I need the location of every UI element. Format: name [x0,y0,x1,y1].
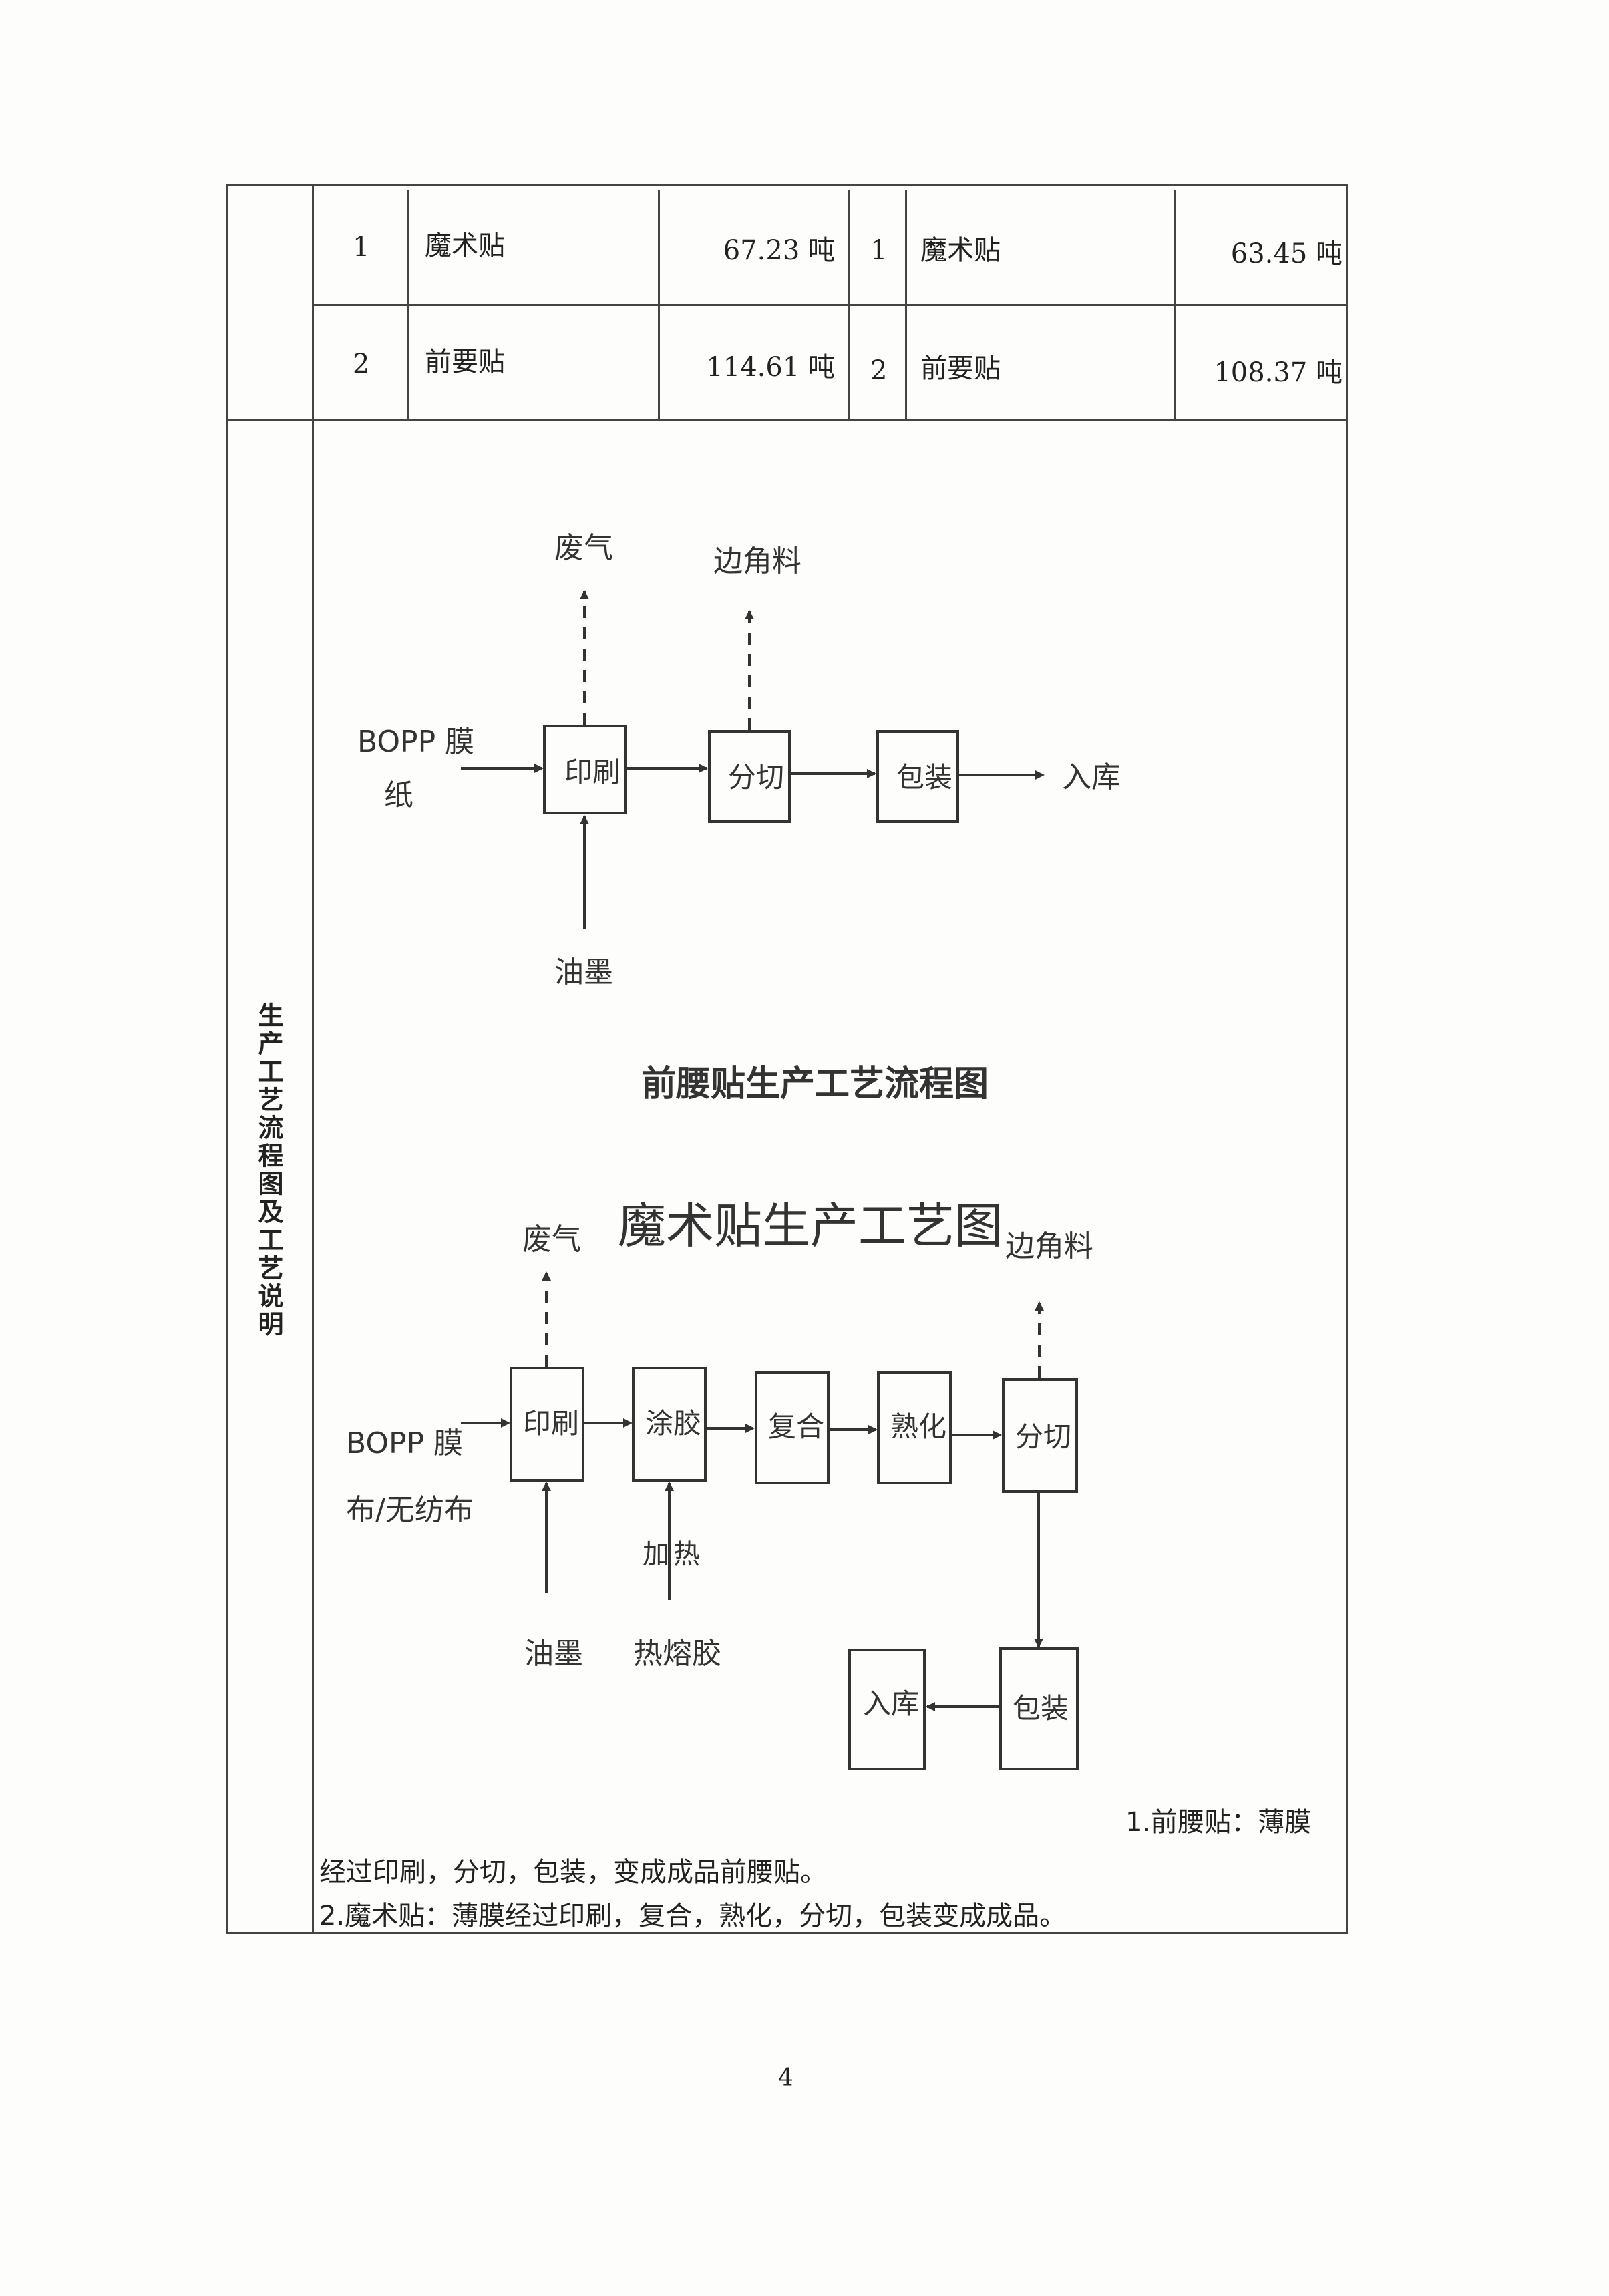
table-cell-no: 1 [870,235,888,266]
process-box [708,730,791,823]
process-box [999,1647,1079,1770]
table-cell-name: 前要贴 [920,353,1001,384]
emission-label: 废气 [554,531,613,565]
process-step-label: 包装 [896,761,952,794]
input-label: BOPP 膜 [346,1426,463,1460]
diagram-title: 前腰贴生产工艺流程图 [641,1064,989,1104]
process-box [876,730,959,823]
input-label: 布/无纺布 [346,1493,474,1527]
section-label: 生产工艺流程图及工艺说明 [254,1002,283,1339]
table-cell-no: 2 [870,355,888,386]
process-box [632,1367,707,1482]
table-divider [312,304,1348,306]
table-cell-no: 1 [353,232,370,263]
output-label: 入库 [1062,760,1121,794]
table-cell-qty: 114.61 吨 [706,352,835,383]
note-line: 经过印刷，分切，包装，变成成品前腰贴。 [319,1857,827,1888]
table-divider [905,190,907,419]
heat-label: 加 [643,1539,669,1570]
table-divider [407,190,409,419]
scrap-label: 边角料 [713,544,801,579]
table-cell-name: 前要贴 [425,347,505,377]
ink-label: 油墨 [554,955,613,989]
scrap-label: 边角料 [1005,1229,1093,1263]
process-box [877,1371,952,1484]
process-box [755,1371,830,1484]
diagram-title: 魔术贴生产工艺图 [618,1198,1003,1254]
note-line: 2.魔术贴：薄膜经过印刷，复合，熟化，分切，包装变成成品。 [319,1901,1067,1931]
table-divider [312,184,314,1934]
diagram-magic-tape: 魔术贴生产工艺图 BOPP 膜 布/无纺布 印刷 涂胶 复合 熟化 分切 包装 … [346,1198,1093,1770]
process-step-label: 印刷 [523,1407,579,1440]
output-label: 入库 [863,1687,919,1720]
outer-frame [226,184,1348,1934]
table-cell-no: 2 [353,349,370,379]
table-divider [658,190,660,419]
input-label: 纸 [384,778,413,812]
table-divider [848,190,850,419]
table-cell-name: 魔术贴 [425,230,505,261]
process-step-label: 分切 [1015,1420,1071,1453]
ink-label: 油墨 [524,1637,583,1671]
glue-label: 热熔胶 [633,1637,721,1671]
process-step-label: 分切 [728,761,784,794]
diagram-front-waist-patch: BOPP 膜 纸 印刷 分切 包装 入库 废气 边角料 油墨 前腰贴生产工艺流程… [357,531,1121,1104]
table-divider [226,419,1348,421]
table-cell-qty: 63.45 吨 [1230,238,1343,269]
process-step-label: 包装 [1013,1692,1069,1725]
heat-label: 热 [673,1539,700,1570]
page-number: 4 [778,2064,793,2092]
input-label: BOPP 膜 [357,725,474,759]
table-cell-qty: 67.23 吨 [723,235,835,266]
table-cell-name: 魔术贴 [920,235,1001,266]
process-step-label: 涂胶 [645,1407,701,1440]
emission-label: 废气 [522,1222,581,1257]
process-step-label: 复合 [768,1410,824,1443]
table-divider [1174,190,1176,419]
process-step-label: 熟化 [890,1410,946,1443]
note-line: 1.前腰贴：薄膜 [1125,1807,1312,1838]
output-box [848,1649,926,1770]
table-cell-qty: 108.37 吨 [1214,357,1343,388]
process-step-label: 印刷 [564,756,620,788]
